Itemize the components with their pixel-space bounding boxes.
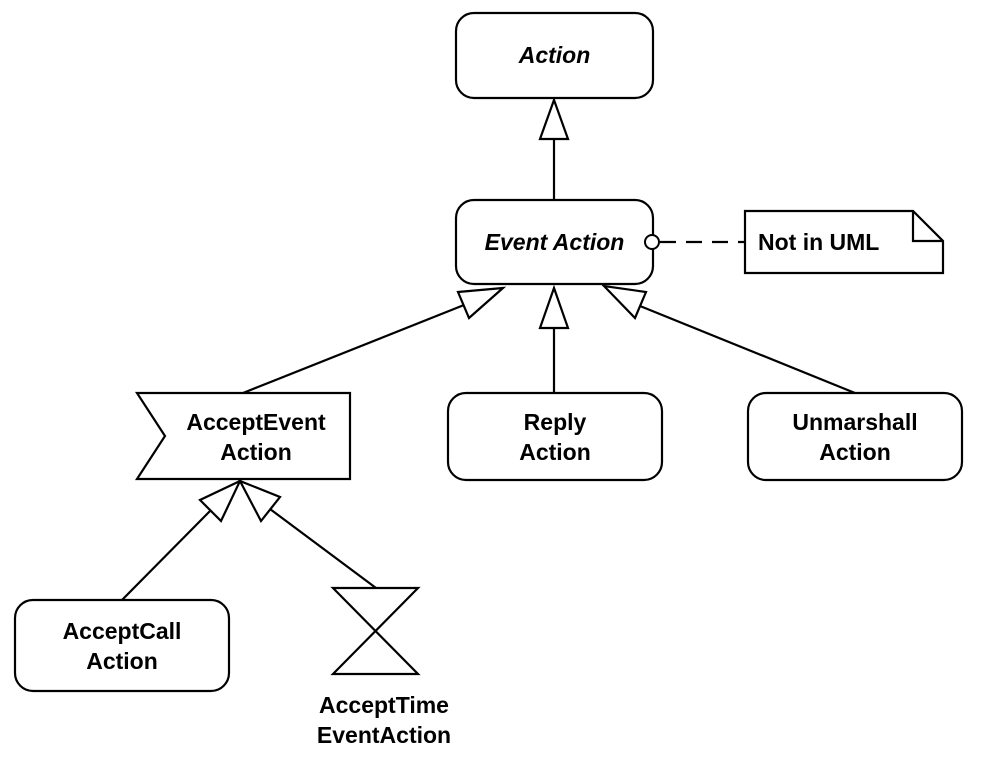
action-label: Action [518,42,591,68]
note-text: Not in UML [758,229,879,255]
generalization-edges [121,96,856,601]
edge-unmarshall-to-event-action [639,304,856,395]
generalization-arrowhead [538,284,570,330]
edge-accept-event-to-event-action [242,303,465,395]
unmarshall-action-box [746,391,964,482]
edge-accept-call-to-accept-event [121,509,212,601]
node-reply-action[interactable]: Reply Action [446,391,664,482]
node-accept-call-action[interactable]: AcceptCall Action [13,598,231,693]
node-accept-time-event-action[interactable]: AcceptTime EventAction [317,586,451,748]
note-anchor-circle [644,234,660,250]
generalization-arrowhead [600,284,648,320]
generalization-arrowhead [237,478,282,524]
hourglass-icon [330,586,421,676]
accept-event-label-line1: AcceptEvent [186,409,326,435]
accept-call-label-line1: AcceptCall [63,618,182,644]
reply-label-line1: Reply [524,409,587,435]
reply-action-box [446,391,664,482]
node-action[interactable]: Action [454,11,655,100]
node-unmarshall-action[interactable]: Unmarshall Action [746,391,964,482]
node-accept-event-action[interactable]: AcceptEvent Action [134,391,352,481]
note-folded-corner [911,211,943,243]
note-shape [743,209,945,275]
accept-event-label-line2: Action [220,439,292,465]
accept-time-label-line1: AcceptTime [319,692,449,718]
reply-label-line2: Action [519,439,591,465]
accept-time-label-line2: EventAction [317,722,451,748]
generalization-arrowhead [456,286,507,320]
action-box [454,11,655,100]
accept-call-label-line2: Action [86,648,158,674]
accept-call-action-box [13,598,231,693]
accept-event-shape [134,391,352,481]
note-not-in-uml: Not in UML [743,209,945,275]
generalization-arrowhead [198,478,243,523]
unmarshall-label-line1: Unmarshall [792,409,917,435]
node-event-action[interactable]: Event Action [454,198,655,286]
unmarshall-label-line2: Action [819,439,891,465]
edge-accept-time-to-accept-event [269,508,377,589]
generalization-arrowhead [538,96,570,141]
event-action-label: Event Action [485,229,625,255]
